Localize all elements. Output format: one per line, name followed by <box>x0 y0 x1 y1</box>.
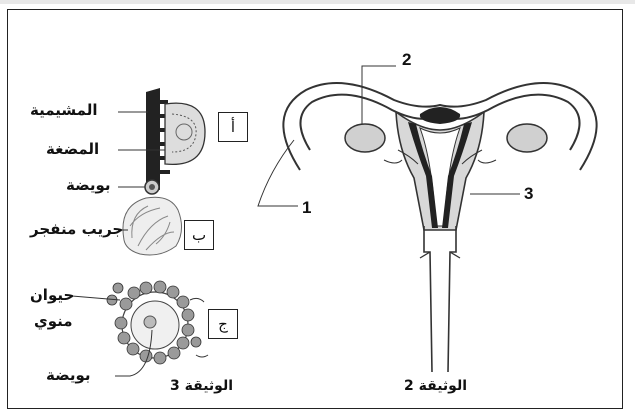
label-ovum-2: بويضة <box>46 366 91 384</box>
number-3: 3 <box>524 184 533 204</box>
label-sperm-line1: حيوان <box>30 286 74 304</box>
leader-1 <box>258 140 298 206</box>
label-ovum: بويضة <box>66 176 111 194</box>
implantation-drawing <box>146 88 205 190</box>
label-endometrium: المشيمية <box>30 101 98 119</box>
box-label-a: أ <box>218 112 248 142</box>
label-embryo: المضغة <box>46 140 99 158</box>
box-label-c: ج <box>208 309 238 339</box>
fertilization-drawing <box>107 281 208 364</box>
uterus-drawing <box>283 83 596 372</box>
label-sperm-line2: منوي <box>34 312 73 330</box>
label-ruptured-follicle: جريب منفجر <box>30 220 123 238</box>
number-2: 2 <box>402 50 411 70</box>
caption-document-3: الوثيقة 3 <box>170 378 233 394</box>
ruptured-follicle-drawing <box>123 180 182 255</box>
number-1: 1 <box>302 198 311 218</box>
caption-document-2: الوثيقة 2 <box>404 378 467 394</box>
leader-2 <box>362 66 396 124</box>
box-label-b: ب <box>184 220 214 250</box>
